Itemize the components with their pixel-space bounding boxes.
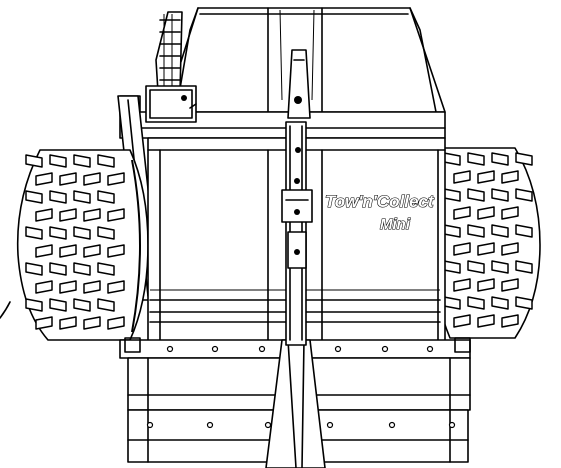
leader-tick [0,301,11,319]
brand-logo: Tow'n'Collect Mini [324,191,435,233]
right-wheel [430,147,541,339]
bolts [146,345,456,429]
latch-assembly [281,147,313,269]
brand-name: Tow'n'Collect [325,192,435,211]
lever-handle [287,49,311,119]
side-brush [155,11,183,93]
left-wheel [16,149,149,341]
control-box [145,85,197,123]
brand-model: Mini [380,216,411,233]
